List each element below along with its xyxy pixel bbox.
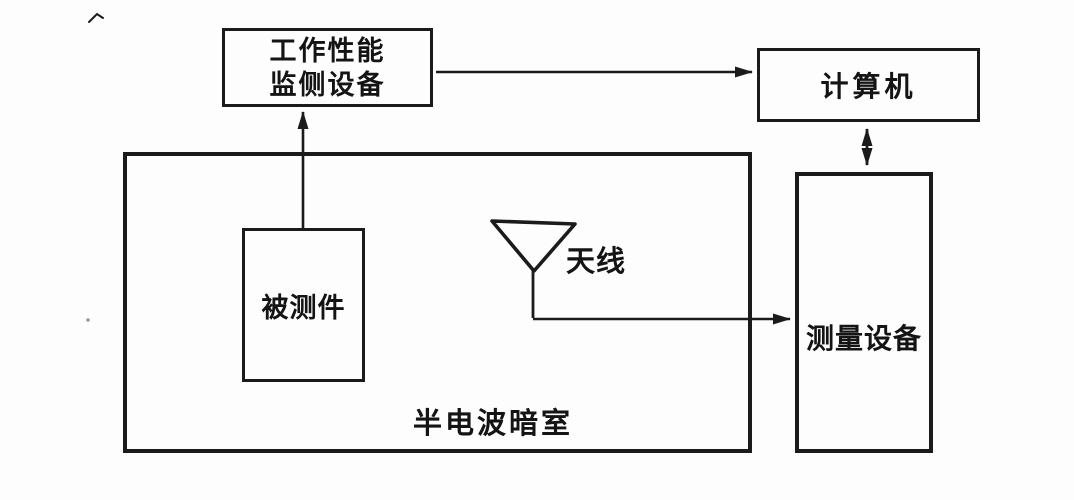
measurement-equipment-box (795, 172, 933, 453)
monitor-label-line2: 监侧设备 (269, 69, 386, 100)
scan-squiggle-mark (88, 12, 104, 23)
measurement-equipment-label: 测量设备 (805, 323, 922, 354)
chamber-box (123, 152, 752, 453)
chamber-label: 半电波暗室 (413, 408, 574, 440)
antenna-label: 天线 (566, 246, 627, 278)
dut-box: 被测件 (242, 228, 365, 382)
monitor-label-line1: 工作性能 (269, 35, 386, 66)
dut-label: 被测件 (261, 292, 346, 323)
monitor-equipment-box: 工作性能 监侧设备 (222, 28, 433, 107)
computer-label: 计算机 (820, 71, 917, 102)
computer-box: 计算机 (757, 48, 980, 122)
scan-dot-artifact (86, 318, 90, 322)
